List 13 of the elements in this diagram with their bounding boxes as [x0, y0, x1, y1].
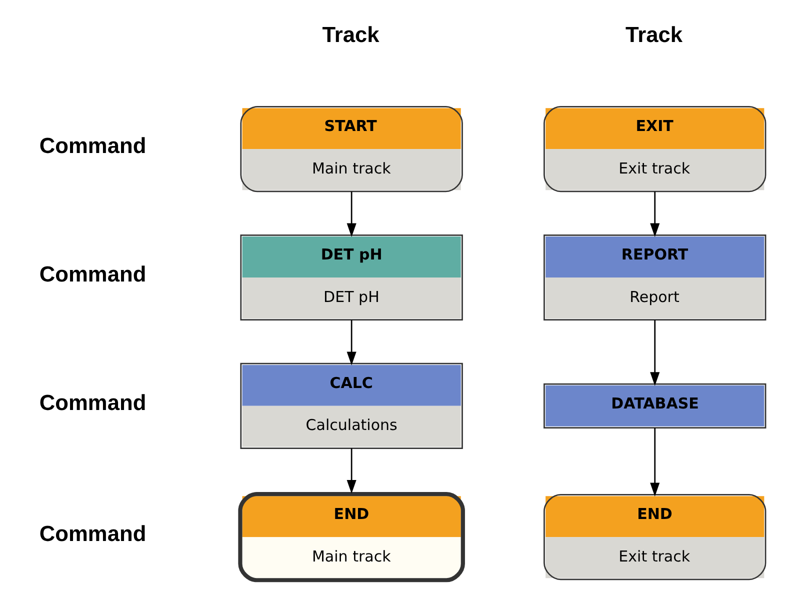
- arrow: [346, 448, 356, 494]
- arrow: [650, 192, 660, 237]
- label: Command: [39, 390, 146, 415]
- arrow: [346, 192, 356, 237]
- label: Track: [322, 22, 380, 48]
- arrow: [346, 320, 356, 366]
- label: Track: [626, 22, 683, 48]
- label: Command: [39, 520, 146, 546]
- arrow: [650, 320, 660, 386]
- arrow: [650, 428, 660, 496]
- label: Command: [39, 261, 146, 286]
- label: Command: [39, 132, 146, 158]
- node-box: END Main track: [238, 492, 465, 582]
